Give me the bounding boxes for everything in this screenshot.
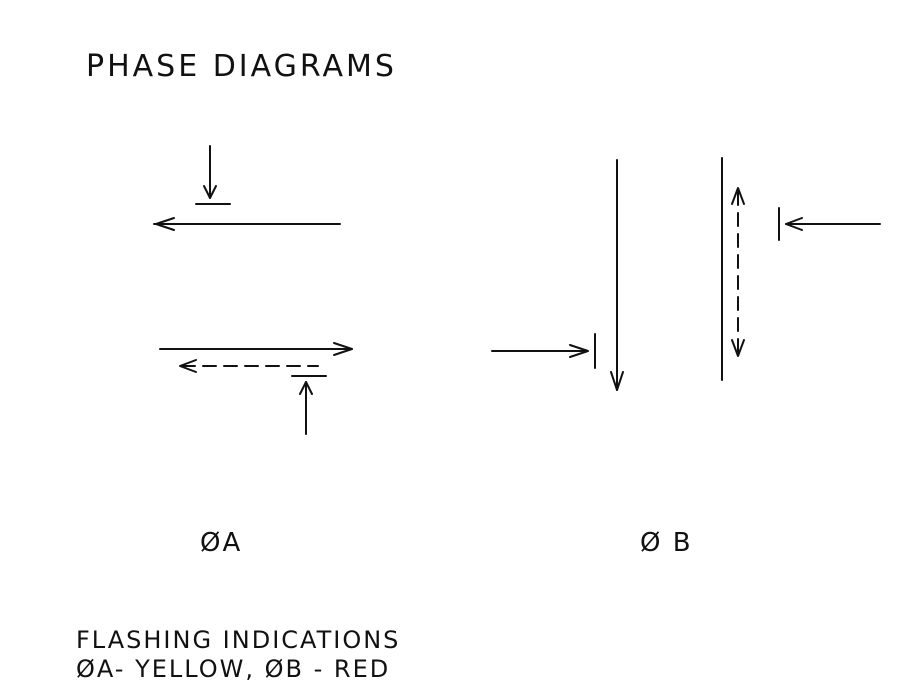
phase-b-permitted-movement-dashed-arrow — [731, 187, 745, 357]
flashing-indications-detail: ØA- YELLOW, ØB - RED — [76, 655, 391, 683]
phase-b-diagram — [491, 157, 881, 391]
phase-a-northbound-stop-bar-arrow — [291, 375, 327, 435]
flashing-indications-heading: FLASHING INDICATIONS — [76, 626, 401, 654]
phase-b-westbound-stop-bar-arrow — [778, 207, 881, 241]
phase-a-diagram — [153, 145, 353, 435]
phase-a-eastbound-through-arrow — [159, 342, 353, 356]
phase-a-westbound-through-arrow — [153, 145, 341, 231]
phase-a-permitted-movement-dashed-arrow — [179, 359, 319, 373]
phase-b-label: Ø B — [640, 528, 693, 558]
phase-b-eastbound-stop-bar-arrow — [491, 333, 596, 369]
diagram-title: PHASE DIAGRAMS — [86, 49, 397, 84]
phase-a-label: ØA — [200, 528, 243, 558]
phase-b-southbound-through-arrow — [610, 159, 624, 391]
